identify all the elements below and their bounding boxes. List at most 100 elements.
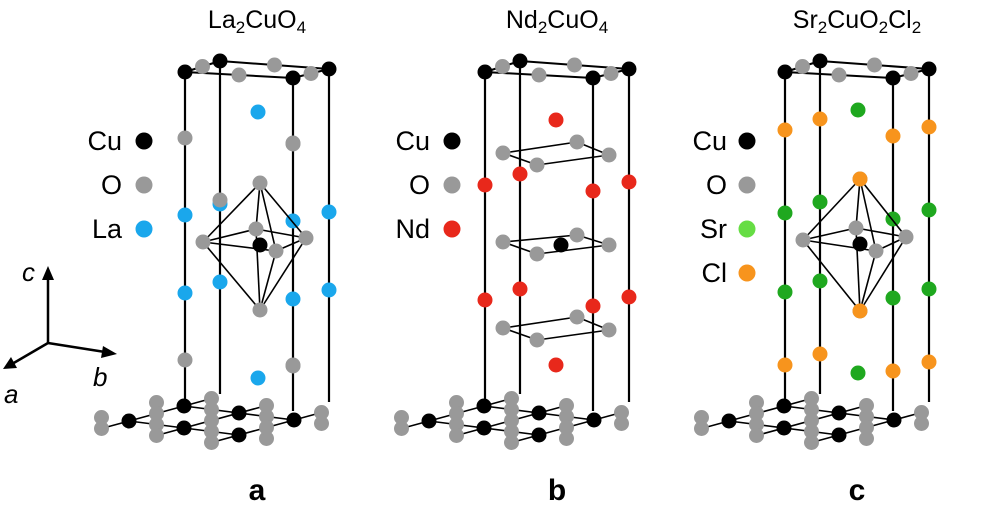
panel-a-letter: a (249, 474, 266, 505)
panel-b-structure (394, 53, 637, 450)
oxygen-atom (204, 413, 219, 428)
strontium-atom (777, 205, 793, 221)
copper-atom (585, 70, 601, 86)
copper-atom (852, 236, 868, 252)
oxygen-atom (531, 67, 547, 83)
octahedron-edge (259, 237, 307, 311)
panel-c-structure (694, 53, 937, 450)
legend-swatch-nd (443, 220, 461, 238)
chlorine-atom (885, 363, 901, 379)
oxygen-atom (298, 230, 314, 246)
oxygen-atom (859, 409, 874, 424)
oxygen-atom (177, 130, 193, 146)
oxygen-atom (177, 352, 193, 368)
oxygen-atom (94, 421, 109, 436)
octahedron-edge (259, 182, 277, 252)
neodymium-atom (621, 174, 637, 190)
cuo2-plane-edge (536, 244, 610, 255)
octahedron-edge (859, 250, 877, 312)
oxygen-atom (204, 391, 219, 406)
oxygen-atom (804, 391, 819, 406)
copper-atom (476, 420, 492, 436)
oxygen-atom (868, 243, 884, 259)
panel-b-title: Nd2CuO4 (506, 6, 608, 37)
oxygen-atom (601, 322, 617, 338)
copper-atom (321, 61, 337, 77)
octahedron-edge (202, 241, 261, 311)
oxygen-atom (603, 66, 619, 81)
copper-atom (476, 398, 492, 414)
copper-atom (812, 53, 828, 69)
copper-atom (776, 420, 792, 436)
oxygen-atom (867, 57, 882, 73)
copper-atom (252, 237, 268, 253)
oxygen-atom (694, 410, 709, 425)
legend-label-la: La (92, 214, 123, 244)
copper-atom (231, 427, 247, 443)
oxygen-atom (195, 59, 210, 74)
oxygen-atom (914, 416, 929, 431)
oxygen-atom (749, 417, 764, 432)
oxygen-atom (149, 428, 164, 443)
oxygen-atom (804, 413, 819, 428)
neodymium-atom (548, 112, 564, 128)
octahedron-edge (259, 250, 277, 311)
oxygen-atom (749, 406, 764, 421)
oxygen-sheet-edge (502, 316, 578, 329)
octahedron-edge (859, 178, 907, 238)
oxygen-atom (559, 420, 574, 435)
oxygen-atom (614, 416, 629, 431)
oxygen-atom (898, 229, 914, 245)
legend-label-o: O (409, 170, 430, 200)
oxygen-atom (694, 421, 709, 436)
copper-atom (776, 398, 792, 414)
panel-a: La2CuO4 Cu O La a (87, 6, 337, 505)
copper-atom (121, 413, 137, 429)
oxygen-atom (252, 175, 268, 191)
oxygen-atom (601, 237, 617, 253)
legend-swatch-sr (738, 220, 756, 238)
oxygen-atom (903, 66, 919, 81)
oxygen-atom (252, 302, 268, 318)
oxygen-atom (529, 246, 545, 262)
legend-label-o: O (706, 170, 727, 200)
oxygen-atom (749, 428, 764, 443)
a-axis-arrow (11, 341, 49, 366)
legend-swatch-o (443, 176, 461, 194)
lanthanum-atom (321, 204, 337, 220)
oxygen-atom (195, 234, 211, 250)
oxygen-atom (559, 431, 574, 446)
octahedron-edge (259, 182, 307, 239)
oxygen-atom (94, 410, 109, 425)
strontium-atom (850, 365, 866, 381)
chlorine-atom (921, 119, 937, 135)
strontium-atom (885, 290, 901, 306)
oxygen-atom (795, 232, 811, 248)
panel-a-title: La2CuO4 (208, 6, 306, 37)
legend-swatch-cu (135, 132, 153, 150)
oxygen-atom (259, 420, 274, 435)
oxygen-atom (914, 405, 929, 420)
chlorine-atom (777, 122, 793, 138)
lanthanum-atom (250, 370, 266, 386)
legend-label-cu: Cu (87, 126, 122, 156)
oxygen-atom (204, 424, 219, 439)
lanthanum-atom (285, 291, 301, 307)
octahedron-edge (802, 239, 861, 312)
copper-atom (831, 427, 847, 443)
oxygen-atom (259, 409, 274, 424)
copper-atom (231, 405, 247, 421)
copper-atom (721, 413, 737, 429)
oxygen-atom (204, 435, 219, 450)
copper-atom (531, 427, 547, 443)
legend-label-cl: Cl (702, 258, 728, 288)
c-axis-arrowhead (42, 266, 54, 280)
chlorine-atom (885, 128, 901, 144)
oxygen-atom (504, 402, 519, 417)
a-axis-label: a (4, 379, 18, 409)
chlorine-atom (812, 346, 828, 362)
oxygen-atom (529, 332, 545, 348)
neodymium-atom (621, 289, 637, 305)
legend-swatch-o (135, 176, 153, 194)
c-axis-label: c (22, 257, 35, 287)
